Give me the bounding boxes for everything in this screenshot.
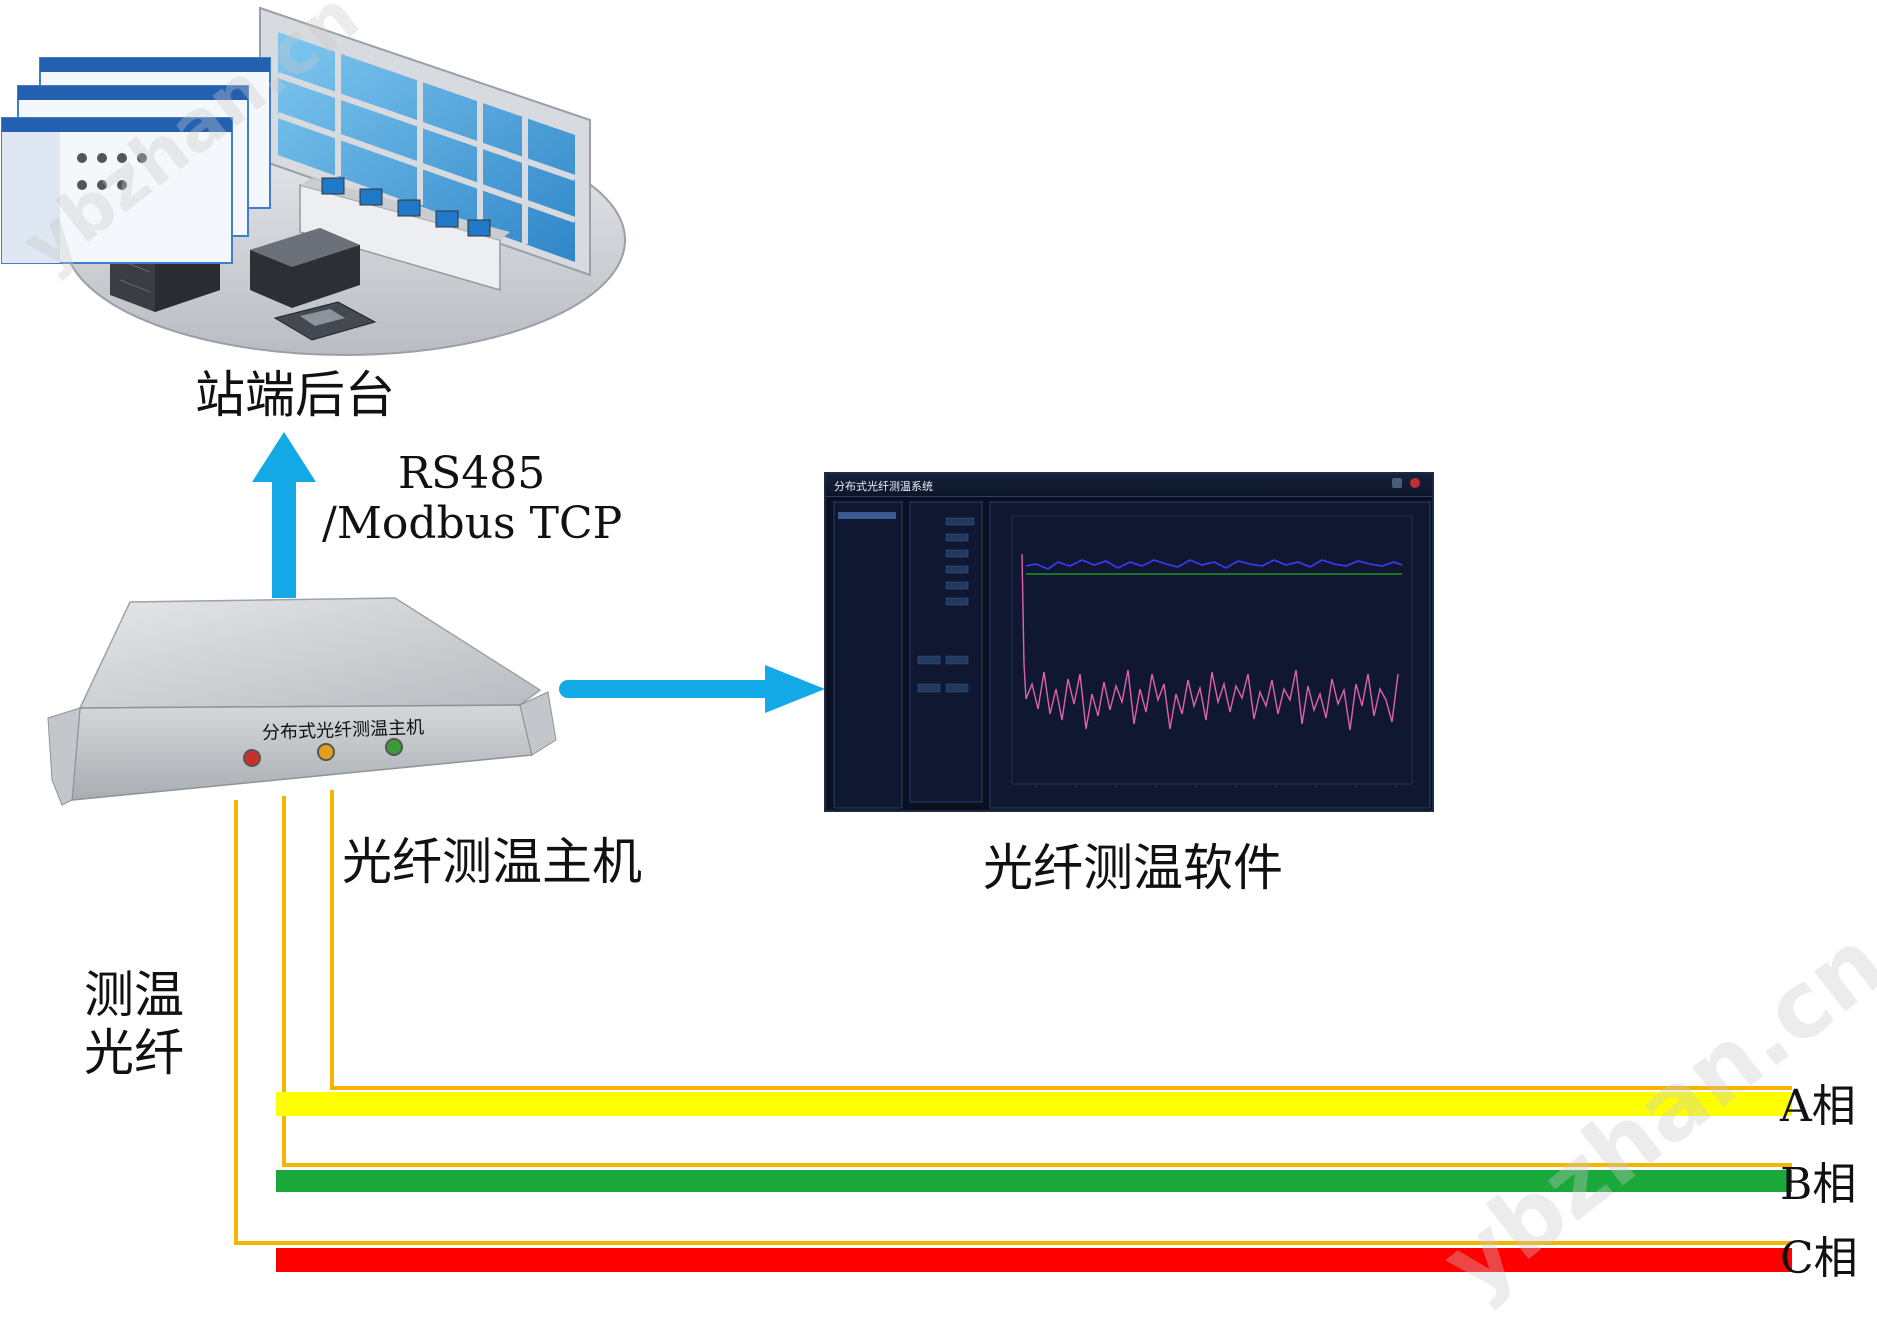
right-arrow: [559, 665, 825, 713]
phase-bar-b: [276, 1170, 1792, 1192]
screen-title: 分布式光纤测温系统: [834, 480, 933, 493]
host-device: [47, 597, 557, 806]
software-label: 光纤测温软件: [983, 839, 1283, 897]
phase-bar-a: [276, 1092, 1792, 1116]
fiber-label-line1: 测温: [84, 966, 184, 1024]
protocol-label-line2: /Modbus TCP: [322, 498, 623, 549]
phase-label-a: A相: [1780, 1081, 1856, 1132]
station-illustration: [1, 6, 626, 356]
phase-label-b: B相: [1780, 1159, 1857, 1210]
fiber-label-line2: 光纤: [84, 1024, 184, 1082]
fault-led: [317, 743, 335, 761]
up-arrow: [252, 432, 316, 598]
host-label: 光纤测温主机: [342, 833, 642, 891]
video-wall: [259, 6, 591, 277]
screen-content: [833, 501, 1431, 809]
phase-label-c: C相: [1780, 1233, 1858, 1284]
close-icon[interactable]: [1410, 478, 1420, 488]
alarm-led: [243, 749, 261, 767]
minimize-icon[interactable]: [1392, 478, 1402, 488]
run-led: [385, 738, 403, 756]
phase-bars: [276, 1092, 1792, 1272]
storage-device: [250, 228, 360, 308]
keyboard: [273, 301, 377, 341]
fiber-leads: [234, 790, 1792, 1245]
console-desk: [299, 177, 510, 291]
screen-titlebar: [826, 474, 1432, 497]
phase-bar-c: [276, 1248, 1792, 1272]
station-label: 站端后台: [195, 366, 395, 424]
software-windows: [1, 57, 271, 264]
software-screen: 分布式光纤测温系统: [824, 472, 1434, 812]
protocol-label-line1: RS485: [398, 448, 546, 499]
